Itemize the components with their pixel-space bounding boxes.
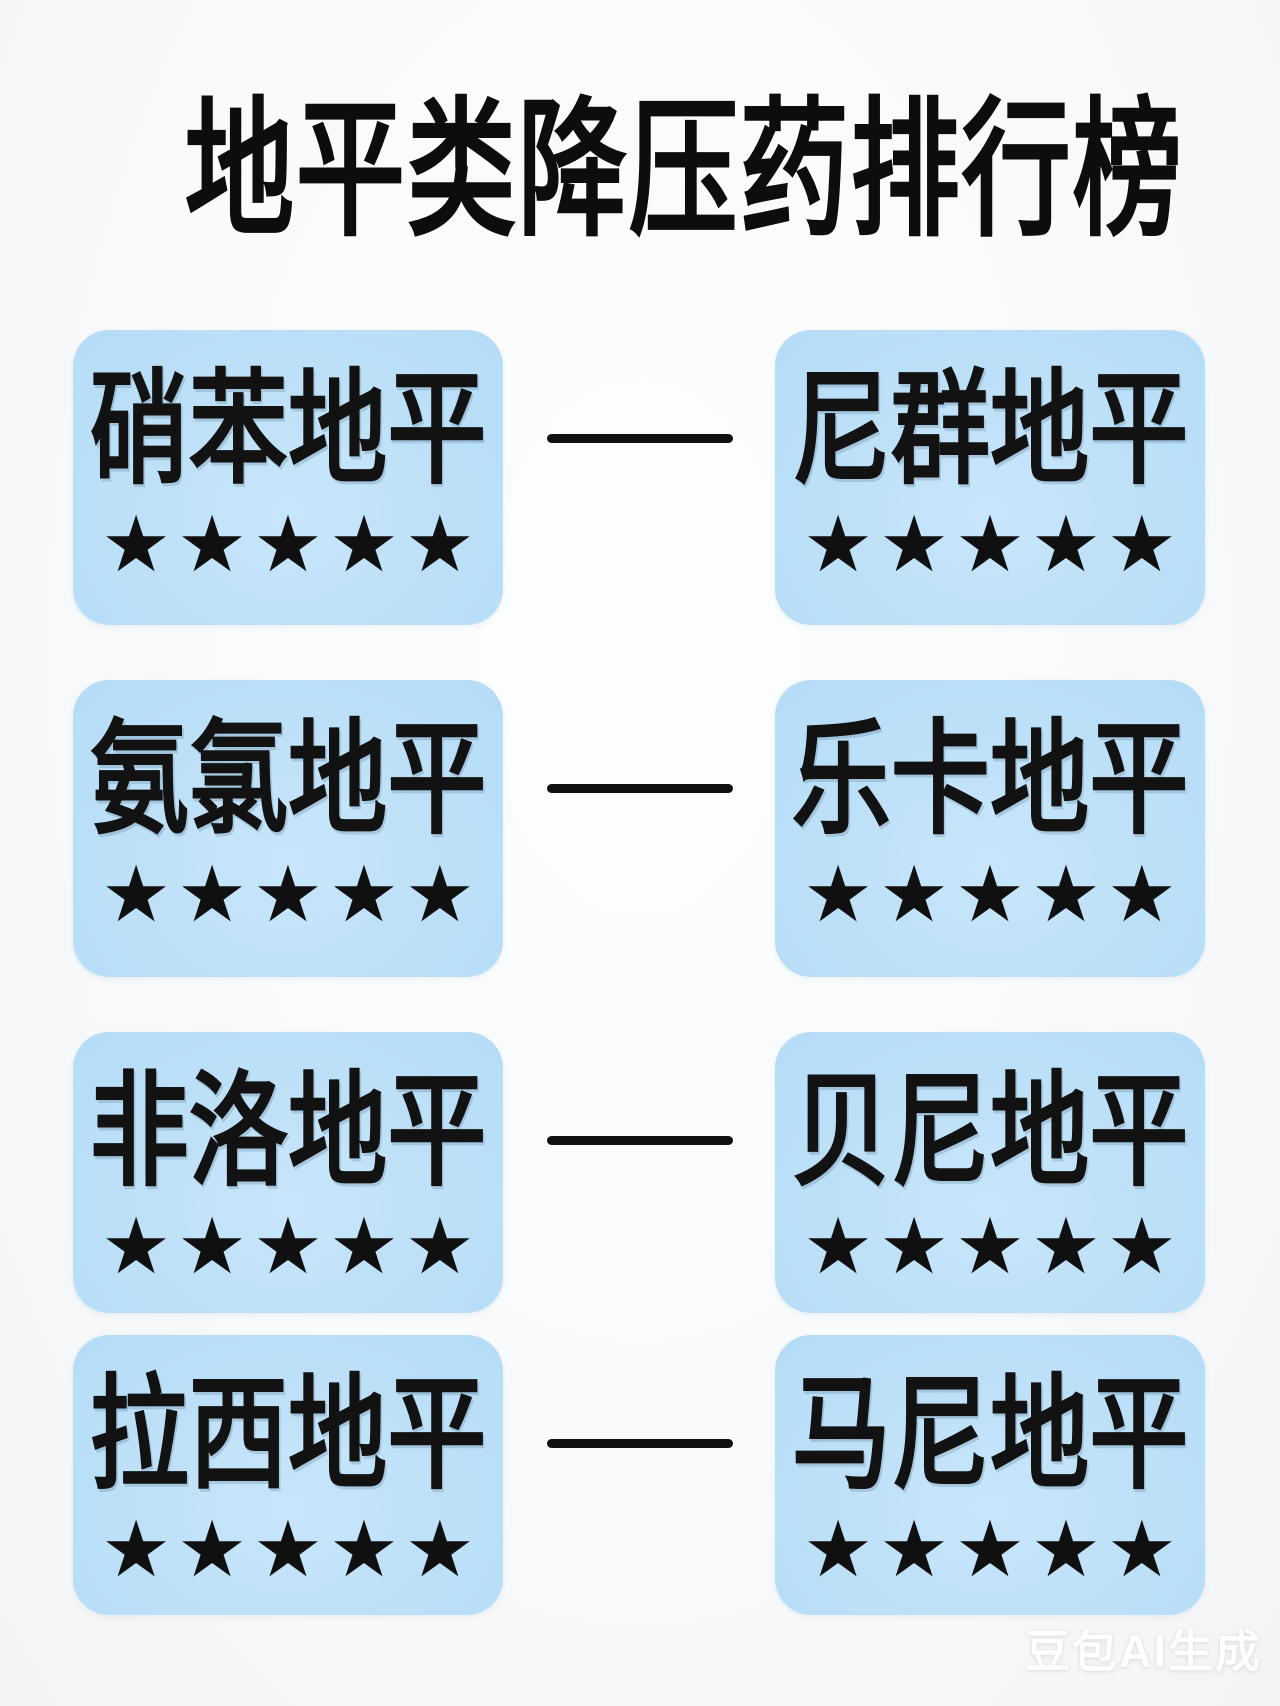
drug-name: 氨氯地平: [89, 711, 487, 849]
connector-line: [547, 434, 733, 443]
connector-line: [547, 1439, 733, 1448]
drug-card: 硝苯地平 ★★★★★: [73, 330, 503, 625]
drug-name: 硝苯地平: [89, 361, 487, 499]
star-rating: ★★★★★: [101, 1505, 481, 1595]
drug-card: 尼群地平 ★★★★★: [775, 330, 1205, 625]
drug-card: 拉西地平 ★★★★★: [73, 1335, 503, 1615]
star-rating: ★★★★★: [803, 850, 1183, 940]
drug-name: 拉西地平: [89, 1366, 487, 1504]
connector-line: [547, 1136, 733, 1145]
drug-card: 贝尼地平 ★★★★★: [775, 1032, 1205, 1313]
star-rating: ★★★★★: [101, 500, 481, 590]
star-rating: ★★★★★: [101, 1202, 481, 1292]
drug-name: 尼群地平: [791, 361, 1189, 499]
drug-card: 非洛地平 ★★★★★: [73, 1032, 503, 1313]
star-rating: ★★★★★: [101, 850, 481, 940]
drug-card: 氨氯地平 ★★★★★: [73, 680, 503, 977]
drug-name: 马尼地平: [791, 1366, 1189, 1504]
drug-name: 乐卡地平: [791, 711, 1189, 849]
star-rating: ★★★★★: [803, 1505, 1183, 1595]
ai-watermark: 豆包AI生成: [1024, 1626, 1262, 1677]
drug-name: 贝尼地平: [791, 1063, 1189, 1201]
connector-line: [547, 784, 733, 793]
page-title-text: 地平类降压药排行榜: [184, 86, 1184, 254]
drug-card: 马尼地平 ★★★★★: [775, 1335, 1205, 1615]
star-rating: ★★★★★: [803, 1202, 1183, 1292]
drug-card: 乐卡地平 ★★★★★: [775, 680, 1205, 977]
page-title: 地平类降压药排行榜: [0, 84, 1280, 257]
drug-name: 非洛地平: [89, 1063, 487, 1201]
star-rating: ★★★★★: [803, 500, 1183, 590]
